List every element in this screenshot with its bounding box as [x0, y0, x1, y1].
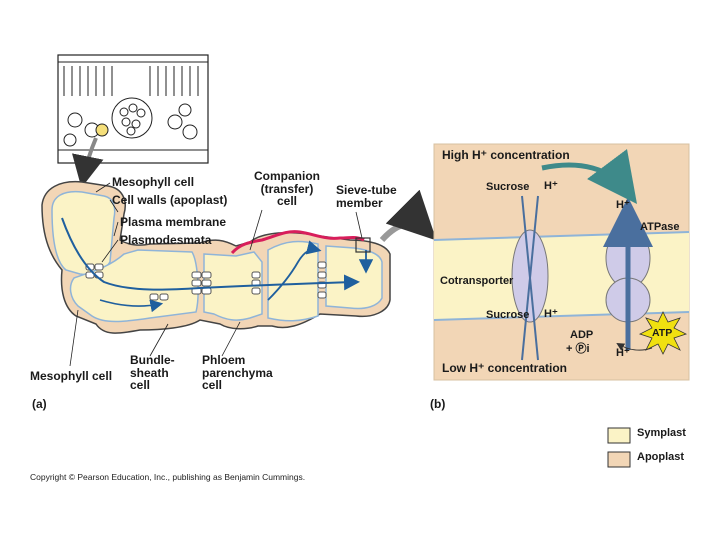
companion-cell-shape: [267, 240, 319, 322]
symplast-arrow-companion: [267, 240, 322, 301]
symplast-arrow-apoplast: [99, 299, 164, 313]
h-diffusion-arrow: [541, 149, 638, 204]
label-pi: + Ⓟi: [566, 343, 590, 355]
panel-b-diagram: [433, 143, 690, 381]
copyright-notice: Copyright © Pearson Education, Inc., pub…: [30, 472, 306, 482]
legend-apoplast-label: Apoplast: [637, 451, 685, 463]
label-cotransporter: Cotransporter: [440, 275, 514, 287]
zoom-box: [355, 237, 371, 253]
label-bundle-line-3: cell: [130, 378, 151, 393]
panel-a-letter: (a): [32, 397, 47, 411]
label-h-pump-bottom: H⁺: [616, 347, 630, 359]
label-h-pump-top: H⁺: [616, 199, 630, 211]
leaf-cross-section: [57, 54, 209, 188]
label-companion-line-2: (transfer): [260, 181, 314, 196]
label-companion-line-3: cell: [276, 194, 297, 209]
mesophyll-cell-shape: [51, 190, 116, 276]
label-low-h: Low H⁺ concentration: [442, 361, 568, 375]
label-sucrose-bottom: Sucrose: [486, 309, 530, 321]
panel-b-letter: (b): [430, 397, 446, 411]
label-bundle-sheath: Bundle- sheath cell: [130, 354, 175, 392]
label-plasma-membrane: Plasma membrane: [120, 215, 227, 229]
cell-chain: [41, 180, 437, 334]
label-mesophyll-cell-top: Mesophyll cell: [112, 175, 195, 189]
label-phloem-line-2: parenchyma: [202, 365, 273, 380]
label-phloem-line-3: cell: [202, 378, 223, 393]
label-high-h: High H⁺ concentration: [442, 148, 570, 162]
label-sieve-tube: Sieve-tube member: [336, 184, 397, 209]
label-companion-cell: Companion (transfer) cell: [246, 170, 328, 208]
legend-symplast-swatch: [607, 427, 631, 444]
label-cell-walls: Cell walls (apoplast): [112, 193, 228, 207]
label-companion-line-1: Companion: [254, 169, 320, 183]
label-mesophyll-cell-bottom: Mesophyll cell: [30, 369, 113, 383]
zoom-arrow: [379, 189, 437, 243]
label-plasmodesmata: Plasmodesmata: [120, 233, 212, 247]
label-h-bottom: H⁺: [544, 308, 558, 320]
sieve-tube-shape: [325, 245, 383, 310]
label-atpase: ATPase: [640, 221, 680, 233]
label-adp: ADP: [570, 329, 594, 341]
label-phloem-line-1: Phloem: [202, 353, 246, 367]
legend-apoplast-swatch: [607, 451, 631, 468]
legend-symplast-label: Symplast: [637, 427, 686, 439]
label-sieve-line-2: member: [336, 195, 383, 210]
label-h-top: H⁺: [544, 180, 558, 192]
label-atp: ATP: [652, 327, 673, 339]
label-sucrose-top: Sucrose: [486, 181, 530, 193]
atp-burst: [638, 311, 688, 355]
label-bundle-line-2: sheath: [130, 365, 169, 380]
label-phloem-parenchyma: Phloem parenchyma cell: [202, 354, 273, 392]
label-sieve-line-1: Sieve-tube: [336, 183, 397, 197]
label-leaders: [69, 182, 363, 367]
label-bundle-line-1: Bundle-: [130, 353, 175, 367]
